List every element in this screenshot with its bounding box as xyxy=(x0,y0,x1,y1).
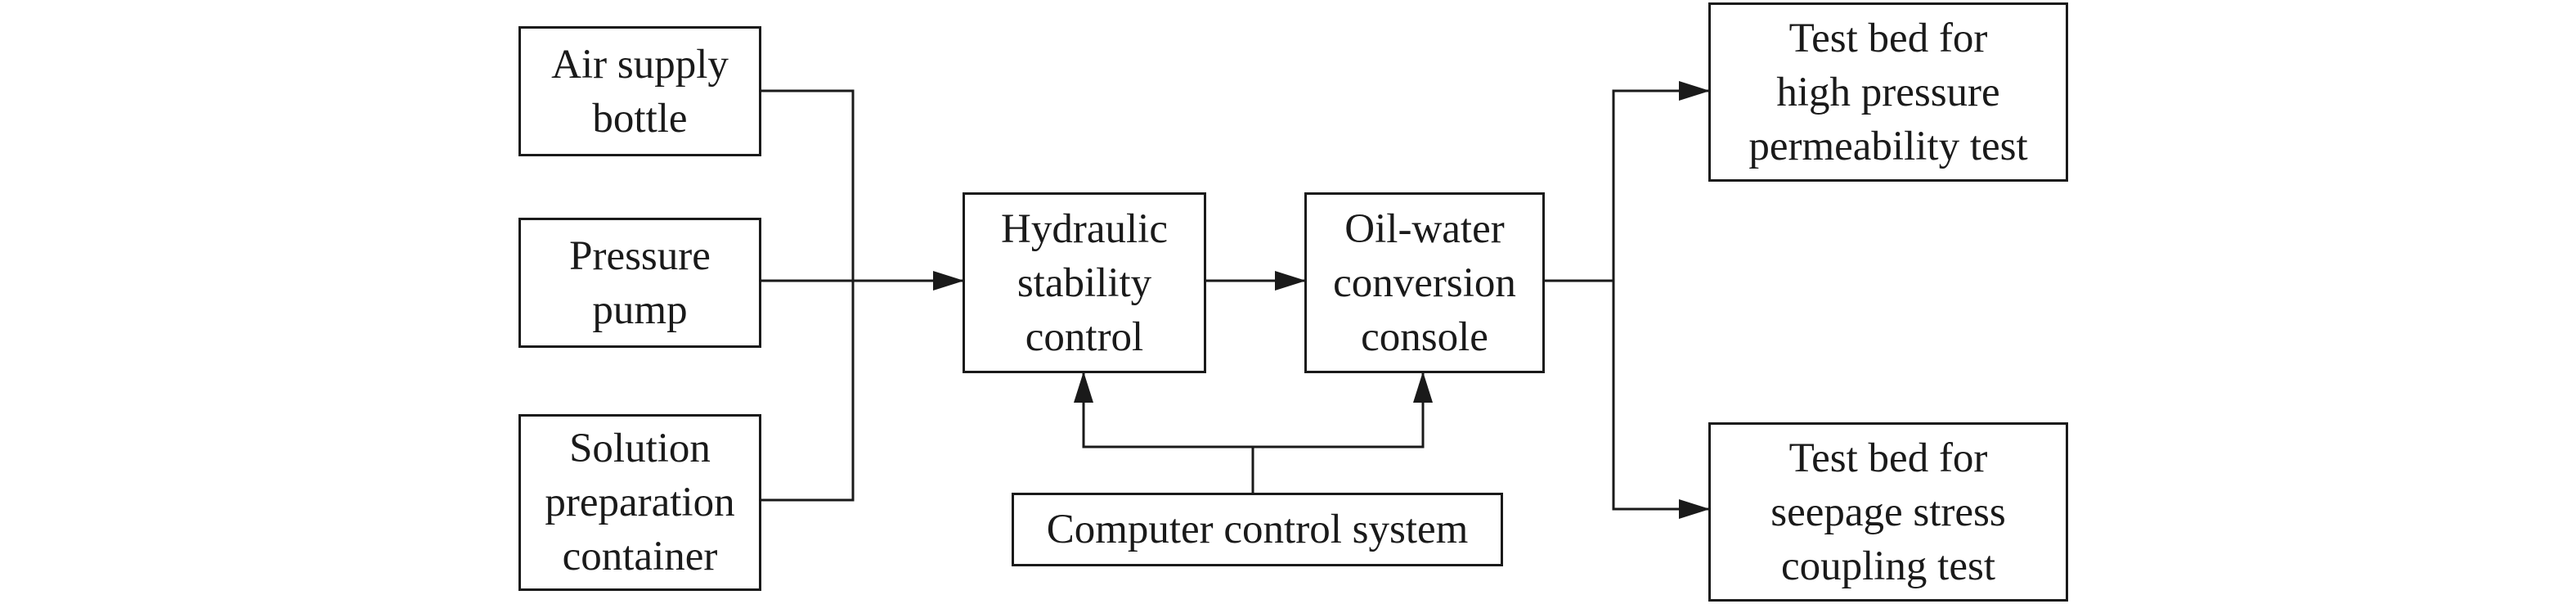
node-hydraulic-stability-control: Hydraulic stability control xyxy=(963,192,1206,373)
node-solution-preparation-container-label: Solution preparation container xyxy=(545,426,735,579)
arrow-computer-to-hydraulic xyxy=(1074,372,1253,448)
node-test-bed-high-pressure: Test bed for high pressure permeability … xyxy=(1708,2,2068,182)
arrow-split-to-seepage-bed xyxy=(1612,281,1710,519)
node-test-bed-seepage-stress: Test bed for seepage stress coupling tes… xyxy=(1708,422,2068,602)
node-oil-water-conversion-console-label: Oil-water conversion console xyxy=(1333,205,1516,360)
node-pressure-pump-label: Pressure pump xyxy=(569,232,711,333)
node-test-bed-high-pressure-label: Test bed for high pressure permeability … xyxy=(1748,15,2028,169)
node-pressure-pump: Pressure pump xyxy=(518,218,761,348)
node-hydraulic-stability-control-label: Hydraulic stability control xyxy=(1001,205,1168,360)
node-oil-water-conversion-console: Oil-water conversion console xyxy=(1304,192,1545,373)
connector-solution-to-bus xyxy=(761,281,855,502)
node-computer-control-system-label: Computer control system xyxy=(1046,507,1469,552)
arrow-computer-to-oil-water xyxy=(1253,372,1433,448)
arrow-split-to-high-pressure-bed xyxy=(1612,81,1710,281)
node-solution-preparation-container: Solution preparation container xyxy=(518,414,761,591)
node-computer-control-system: Computer control system xyxy=(1012,493,1503,566)
node-air-supply-bottle-label: Air supply bottle xyxy=(551,41,729,142)
node-air-supply-bottle: Air supply bottle xyxy=(518,26,761,156)
connector-air-supply-to-bus xyxy=(761,89,855,281)
node-test-bed-seepage-stress-label: Test bed for seepage stress coupling tes… xyxy=(1770,435,2006,589)
